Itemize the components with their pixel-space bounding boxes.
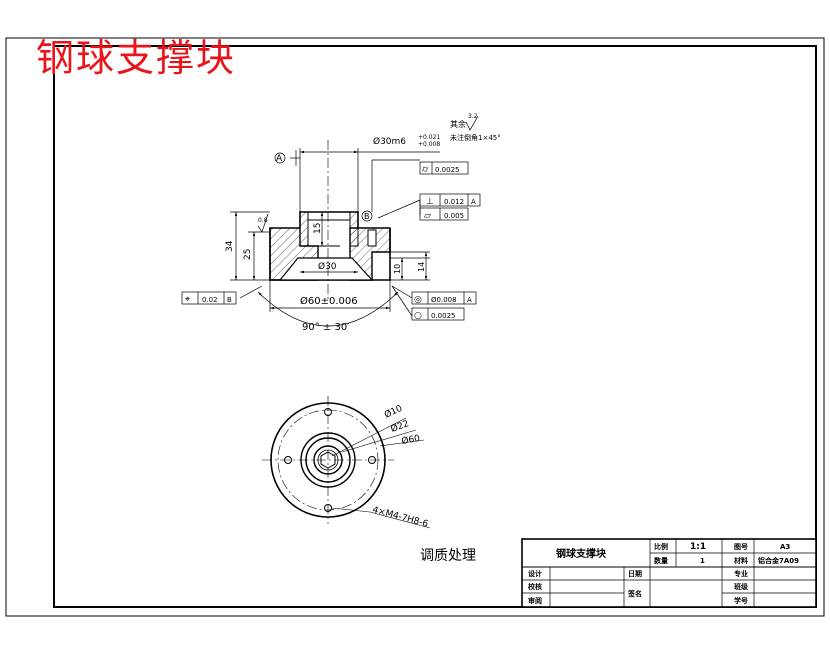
- qty-value: 1: [700, 557, 705, 565]
- flatness-icon: ▱: [424, 211, 431, 221]
- dim-15: 15: [313, 223, 323, 234]
- datum-b-circle-icon: [361, 210, 373, 222]
- datum-a-circle-icon: [274, 152, 286, 164]
- material-value: 铝合金7A09: [758, 556, 799, 565]
- rest-roughness: 3.2: [468, 113, 478, 120]
- datum-a-label: A: [276, 154, 283, 164]
- material-label: 材料: [733, 556, 748, 565]
- major-label: 专业: [734, 569, 748, 578]
- cylindricity-icon: ⌭: [422, 165, 429, 175]
- review-label: 审阅: [528, 596, 542, 605]
- top-view-labels: Ø10 Ø22 Ø60 4×M4-7H8-6: [371, 403, 429, 530]
- position-icon: ⌖: [185, 295, 190, 305]
- scale-value: 1:1: [690, 542, 706, 552]
- cylindricity-tol: 0.0025: [435, 166, 460, 174]
- perp-tol: 0.012: [444, 198, 464, 206]
- circularity-icon: ○: [414, 311, 422, 321]
- inner-frame: [53, 45, 817, 608]
- sign-label: 签名: [627, 589, 642, 598]
- bore-tol-upper: +0.021: [418, 134, 440, 141]
- dim-d60-top: Ø60: [401, 433, 421, 447]
- flatness-tol: 0.005: [444, 212, 464, 220]
- top-view: [262, 396, 431, 529]
- roughness-left: 0.8: [258, 217, 268, 224]
- design-label: 设计: [528, 569, 542, 578]
- dim-14: 14: [417, 262, 426, 272]
- dim-d10: Ø10: [383, 403, 405, 421]
- title-block: 钢球支撑块 比例 1:1 图号 A3 数量 1 材料 铝合金7A09 设计 日期…: [521, 538, 817, 608]
- qty-label: 数量: [654, 556, 668, 565]
- perpendicularity-icon: ⊥: [426, 197, 434, 207]
- rest-surface-label: 其余: [450, 119, 466, 129]
- dim-10: 10: [393, 264, 402, 274]
- circularity-tol: 0.0025: [431, 312, 456, 320]
- dim-d60: Ø60±0.006: [300, 295, 358, 307]
- check-label: 校核: [528, 582, 542, 591]
- runout-datum: A: [467, 296, 472, 304]
- date-label: 日期: [628, 569, 642, 578]
- dim-25: 25: [243, 249, 253, 260]
- heat-treatment-note: 调质处理: [420, 548, 476, 564]
- outer-frame: [5, 37, 825, 617]
- datum-b-label: B: [364, 212, 370, 221]
- chamfer-note: 未注倒角1×45°: [450, 133, 501, 142]
- bore-tol-lower: +0.008: [418, 141, 440, 148]
- sheet-value: A3: [780, 543, 790, 551]
- sheet-label: 图号: [734, 542, 748, 551]
- dim-34: 34: [225, 240, 235, 252]
- perp-datum: A: [471, 198, 476, 206]
- thread-holes: 4×M4-7H8-6: [371, 505, 429, 530]
- class-label: 班级: [734, 582, 749, 591]
- front-dimensions: [230, 148, 440, 327]
- id-label: 学号: [734, 596, 748, 605]
- front-labels: Ø30m6 +0.021 +0.008 其余 3.2 未注倒角1×45° A ⌭…: [181, 113, 501, 333]
- runout-tol: Ø0.008: [431, 296, 457, 304]
- title-block-name: 钢球支撑块: [556, 547, 607, 560]
- concentricity-icon: ◎: [414, 295, 422, 305]
- position-datum: B: [227, 296, 232, 304]
- bore-dimension: Ø30m6: [373, 136, 406, 147]
- drawing-title: 钢球支撑块: [36, 36, 237, 80]
- position-tol: 0.02: [202, 296, 218, 304]
- front-section-view: [269, 140, 391, 300]
- roughness-symbol-icon: [465, 115, 479, 131]
- dim-d30: Ø30: [318, 261, 337, 272]
- angle-dim: 90° ± 30′: [302, 322, 350, 333]
- scale-label: 比例: [654, 542, 668, 551]
